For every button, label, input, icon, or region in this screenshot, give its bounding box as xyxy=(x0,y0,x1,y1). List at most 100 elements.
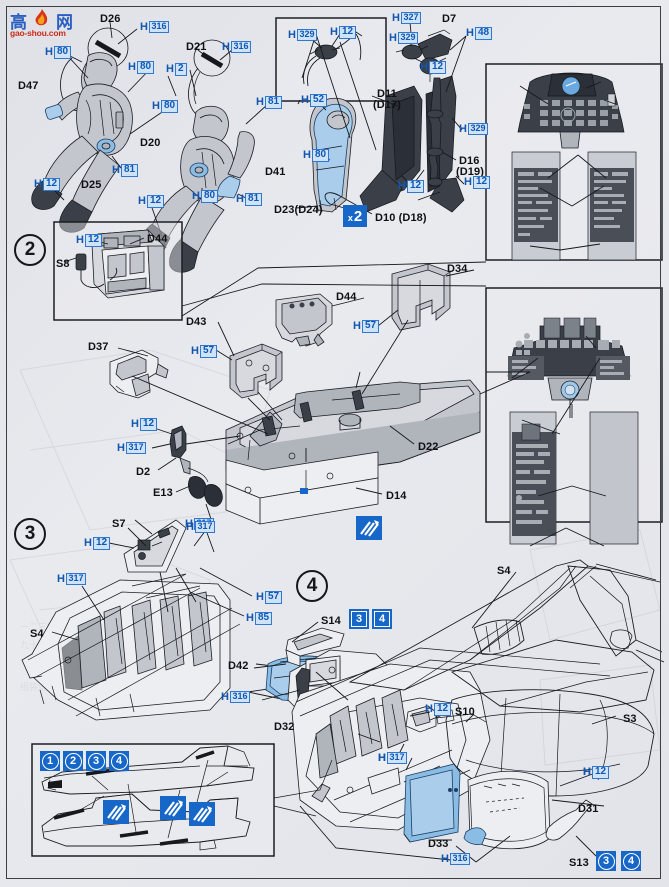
hcode-prefix: H xyxy=(330,26,338,38)
hcode-prefix: H xyxy=(353,320,361,332)
part-label-d10: D10 (D18) xyxy=(375,212,427,224)
hcode-prefix: H xyxy=(131,418,139,430)
hcode-prefix: H xyxy=(392,11,400,24)
part-label-d41: D41 xyxy=(265,166,286,178)
hcode-prefix: H xyxy=(464,176,472,188)
part-label-d47: D47 xyxy=(18,80,39,92)
hcode-prefix: H xyxy=(236,193,244,205)
hcode-prefix: H xyxy=(303,149,311,161)
part-label-d2: D2 xyxy=(136,466,151,478)
hcode-prefix: H xyxy=(192,190,200,202)
x2-marker: xx22 xyxy=(343,205,367,227)
part-label-d21: D21 xyxy=(186,41,207,53)
hcode-prefix: H xyxy=(583,766,591,778)
part-label-d20: D20 xyxy=(140,137,161,149)
part-label-d31: D31 xyxy=(578,803,599,815)
hcode-number: 316 xyxy=(449,853,470,865)
bottom-marker-3: 3 xyxy=(86,751,106,771)
part-label-s8: S8 xyxy=(56,258,70,270)
part-label-s10: S10 xyxy=(455,706,475,718)
bottom-marker-4: 4 xyxy=(109,751,129,771)
step-number-2: 2 xyxy=(14,234,46,266)
bottom-marker-2: 2 xyxy=(63,751,83,771)
watermark-logo: 高 网 gao-shou.com xyxy=(10,8,82,42)
bottom-marker-1: 1 xyxy=(40,751,60,771)
hcode-number: 48 xyxy=(474,27,493,40)
hcode-number: 57 xyxy=(264,591,283,604)
hcode-prefix: H xyxy=(378,751,386,764)
hcode-prefix: H xyxy=(288,28,296,41)
hcode-prefix: H xyxy=(117,441,125,454)
hcode-prefix: H xyxy=(57,572,65,585)
s13-marker-4: 4 xyxy=(621,851,641,871)
hcode-prefix: H xyxy=(378,751,386,764)
hcode-number: 12 xyxy=(406,180,425,193)
hcode-number: 316 xyxy=(230,41,251,53)
hcode-number: 80 xyxy=(200,190,219,203)
hcode-prefix: H xyxy=(45,46,53,58)
hcode-prefix: H xyxy=(84,537,92,549)
part-label-d44: D44 xyxy=(336,291,357,303)
s14-marker-4: 4 xyxy=(372,609,392,629)
logo-domain: gao-shou.com xyxy=(10,28,66,38)
part-label-s4: S4 xyxy=(30,628,44,640)
hcode-number: 317 xyxy=(386,752,407,764)
hcode-number: 12 xyxy=(84,234,103,247)
hcode-number: 12 xyxy=(338,26,357,39)
flame-icon xyxy=(35,9,48,26)
hcode-number: 57 xyxy=(199,345,218,358)
part-label-d11: D11 xyxy=(377,88,397,100)
part-label-d22: D22 xyxy=(418,441,439,453)
part-label-d16b: (D19) xyxy=(456,166,485,178)
hcode-number: 80 xyxy=(311,149,330,162)
hcode-prefix: H xyxy=(466,27,474,39)
hcode-number: 80 xyxy=(160,100,179,113)
hcode-prefix: H xyxy=(166,63,174,75)
hcode-prefix: H xyxy=(186,520,194,533)
part-label-e13: E13 xyxy=(153,487,173,499)
hcode-number: 12 xyxy=(433,703,452,716)
part-label-d43: D43 xyxy=(186,316,207,328)
hcode-number: 317 xyxy=(125,442,146,454)
page-border xyxy=(6,6,661,879)
hcode-prefix: H xyxy=(152,100,160,112)
hcode-number: 317 xyxy=(194,521,215,533)
hcode-number: 81 xyxy=(120,164,139,177)
part-label-s14: S14 xyxy=(321,615,341,627)
hcode-prefix: H xyxy=(420,61,428,73)
part-label-s4-b: S4 xyxy=(497,565,511,577)
hcode-prefix: H xyxy=(76,234,84,246)
hcode-prefix: H xyxy=(425,703,433,715)
hcode-number: 80 xyxy=(136,61,155,74)
hcode-number: 317 xyxy=(65,573,86,585)
hcode-prefix: H xyxy=(138,195,146,207)
part-label-d23: D23(D24) xyxy=(274,204,323,216)
hcode-prefix: H xyxy=(221,690,229,703)
part-label-d14: D14 xyxy=(386,490,407,502)
part-label-d34: D34 xyxy=(447,263,468,275)
part-label-d11b: (D17) xyxy=(373,99,402,111)
hcode-prefix: H xyxy=(301,94,309,106)
part-label-d25: D25 xyxy=(81,179,102,191)
